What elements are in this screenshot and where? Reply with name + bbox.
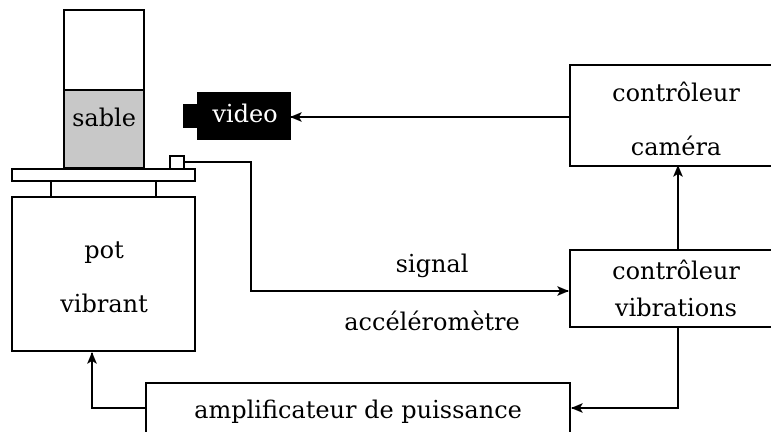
vibration-controller-label-line1: contrôleur bbox=[612, 257, 740, 285]
vibration-controller-label-line2: vibrations bbox=[614, 294, 737, 322]
camera-lens bbox=[183, 104, 199, 128]
amplifier-label: amplificateur de puissance bbox=[194, 396, 522, 424]
sand-box bbox=[63, 89, 145, 169]
signal-label-line2: accéléromètre bbox=[344, 308, 519, 336]
sand-label: sable bbox=[72, 104, 136, 132]
vibration-plate bbox=[11, 168, 196, 182]
shaker-label-line1: pot bbox=[84, 236, 124, 264]
shaker-label-line2: vibrant bbox=[59, 290, 148, 318]
camera-controller-label-line2: caméra bbox=[631, 133, 722, 161]
shaker-box bbox=[11, 196, 196, 352]
container-box bbox=[63, 9, 145, 91]
camera-label: video bbox=[211, 100, 277, 128]
camera-body bbox=[197, 92, 291, 140]
accelerometer bbox=[169, 155, 185, 170]
camera-controller-label-line1: contrôleur bbox=[612, 79, 740, 107]
vibration-controller-box bbox=[569, 249, 771, 328]
arrow-vibration-to-amplifier bbox=[571, 327, 679, 413]
signal-label-line1: signal bbox=[396, 250, 469, 278]
amplifier-box bbox=[145, 382, 571, 432]
arrow-amplifier-to-shaker bbox=[87, 352, 146, 409]
camera-controller-box bbox=[569, 64, 771, 167]
arrow-accelerometer-signal bbox=[184, 161, 569, 296]
